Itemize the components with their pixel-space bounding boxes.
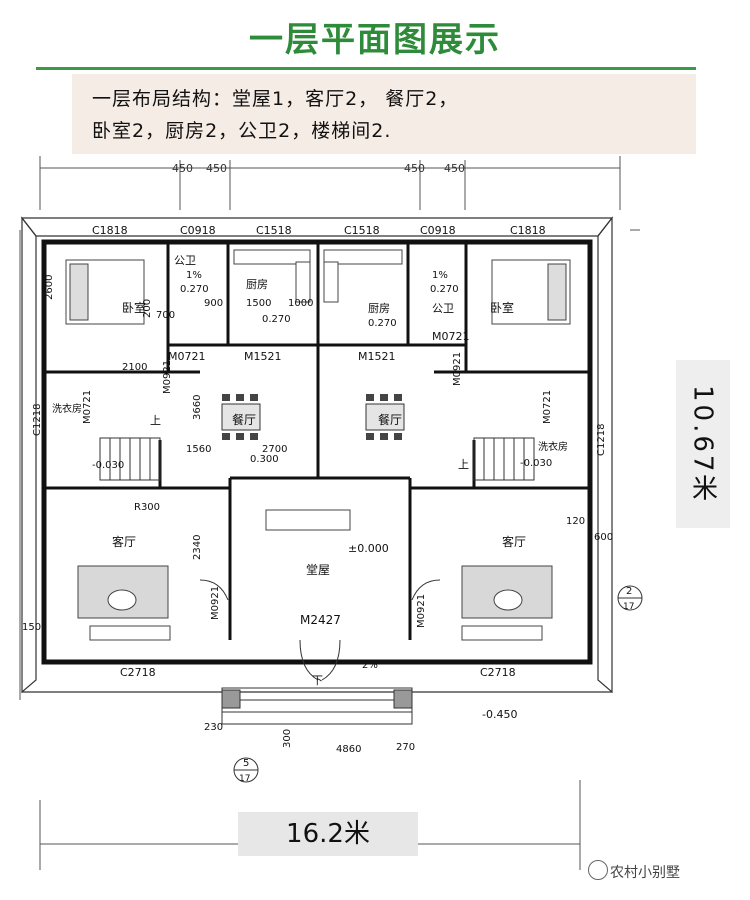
door-label-7: M0721 — [82, 390, 93, 424]
room-hall: 堂屋 — [306, 563, 330, 577]
dim-2600: 2600 — [44, 275, 55, 300]
door-label-8: M0721 — [542, 390, 553, 424]
door-label-4: M1521 — [358, 350, 396, 363]
door-label-2: M0921 — [162, 360, 173, 394]
window-label-5: C0918 — [420, 224, 456, 237]
door-label-3: M1521 — [244, 350, 282, 363]
dim-dining-depth: 3660 — [192, 395, 203, 420]
room-toilet-left: 公卫 — [174, 254, 196, 267]
dim-150: 150 — [22, 622, 41, 633]
description-line-1: 一层布局结构：堂屋1，客厅2， 餐厅2， — [92, 88, 459, 110]
dim-living-depth: 2340 — [192, 535, 203, 560]
dim-bedroom-width: 2100 — [122, 362, 147, 373]
room-dining-left: 餐厅 — [232, 412, 256, 427]
dim-dining-side: 1560 — [186, 444, 211, 455]
dim-230: 230 — [204, 722, 223, 733]
stair-up-right: 上 — [458, 458, 469, 471]
room-bedroom-left: 卧室 — [122, 300, 146, 315]
length-dimension-label: 16.2米 — [238, 812, 418, 856]
dim-porch-width: 4860 — [336, 744, 361, 755]
dim-kitchen-width: 1500 — [246, 298, 271, 309]
room-laundry-right: 洗衣房 — [538, 440, 568, 453]
stair-up-left: 上 — [150, 414, 161, 427]
slope-toilet-right: 1% — [432, 270, 448, 281]
door-label-6: M0921 — [452, 352, 463, 386]
watermark-icon — [588, 860, 608, 880]
room-kitchen-right: 厨房 — [368, 302, 390, 315]
door-label-9: M0921 — [210, 586, 221, 620]
dim-300: 300 — [282, 729, 293, 748]
dim-kitchen-side: 1000 — [288, 298, 313, 309]
dim-top-1: 450 — [172, 162, 193, 175]
room-toilet-right: 公卫 — [432, 302, 454, 315]
dim-200: 200 — [142, 299, 153, 318]
window-label-4: C1518 — [344, 224, 380, 237]
axis-mark-17-bottom: 17 — [239, 774, 250, 784]
description-line-2: 卧室2，厨房2，公卫2，楼梯间2. — [92, 120, 392, 142]
dim-700: 700 — [156, 310, 175, 321]
window-label-1: C1818 — [92, 224, 128, 237]
level-laundry-right: -0.030 — [520, 458, 552, 469]
axis-mark-2: 2 — [626, 586, 632, 597]
entry-down: 下 — [312, 674, 323, 687]
room-bedroom-right: 卧室 — [490, 300, 514, 315]
level-dining: 0.300 — [250, 454, 279, 465]
room-living-right: 客厅 — [502, 534, 526, 549]
level-laundry-left: -0.030 — [92, 460, 124, 471]
axis-mark-17-right: 17 — [623, 602, 634, 612]
dim-120: 120 — [566, 516, 585, 527]
level-kitchen-left: 0.270 — [262, 314, 291, 325]
page-title: 一层平面图展示 — [249, 20, 501, 60]
window-label-2: C0918 — [180, 224, 216, 237]
room-laundry-left: 洗衣房 — [52, 402, 82, 415]
level-hall: ±0.000 — [348, 542, 389, 555]
level-toilet-left: 0.270 — [180, 284, 209, 295]
room-living-left: 客厅 — [112, 534, 136, 549]
window-label-6: C1818 — [510, 224, 546, 237]
slope-toilet-left: 1% — [186, 270, 202, 281]
level-toilet-right: 0.270 — [430, 284, 459, 295]
window-label-9: C1218 — [32, 404, 43, 436]
slope-porch: 2% — [362, 660, 378, 671]
door-label-main: M2427 — [300, 613, 341, 627]
dim-right-600: 600 — [594, 532, 613, 543]
door-label-5: M0721 — [432, 330, 470, 343]
dim-top-3: 450 — [404, 162, 425, 175]
door-label-10: M0921 — [416, 594, 427, 628]
window-label-10: C1218 — [596, 424, 607, 456]
room-dining-right: 餐厅 — [378, 412, 402, 427]
level-porch: -0.450 — [482, 708, 517, 721]
axis-mark-5: 5 — [243, 758, 249, 769]
description-panel — [72, 74, 696, 154]
dim-top-2: 450 — [206, 162, 227, 175]
dim-270: 270 — [396, 742, 415, 753]
dim-top-4: 450 — [444, 162, 465, 175]
floor-plan: 450 450 450 450 — [19, 156, 643, 870]
window-label-8: C2718 — [480, 666, 516, 679]
room-kitchen-left: 厨房 — [246, 278, 268, 291]
level-kitchen-right: 0.270 — [368, 318, 397, 329]
door-label-1: M0721 — [168, 350, 206, 363]
dim-dining-width: 2700 — [262, 444, 287, 455]
window-label-7: C2718 — [120, 666, 156, 679]
watermark-text: 农村小别墅 — [610, 865, 680, 881]
radius-label: R300 — [134, 502, 160, 513]
width-dimension-label: 10.67米 — [676, 360, 730, 528]
window-label-3: C1518 — [256, 224, 292, 237]
title-divider — [36, 67, 696, 70]
dim-toilet-width: 900 — [204, 298, 223, 309]
